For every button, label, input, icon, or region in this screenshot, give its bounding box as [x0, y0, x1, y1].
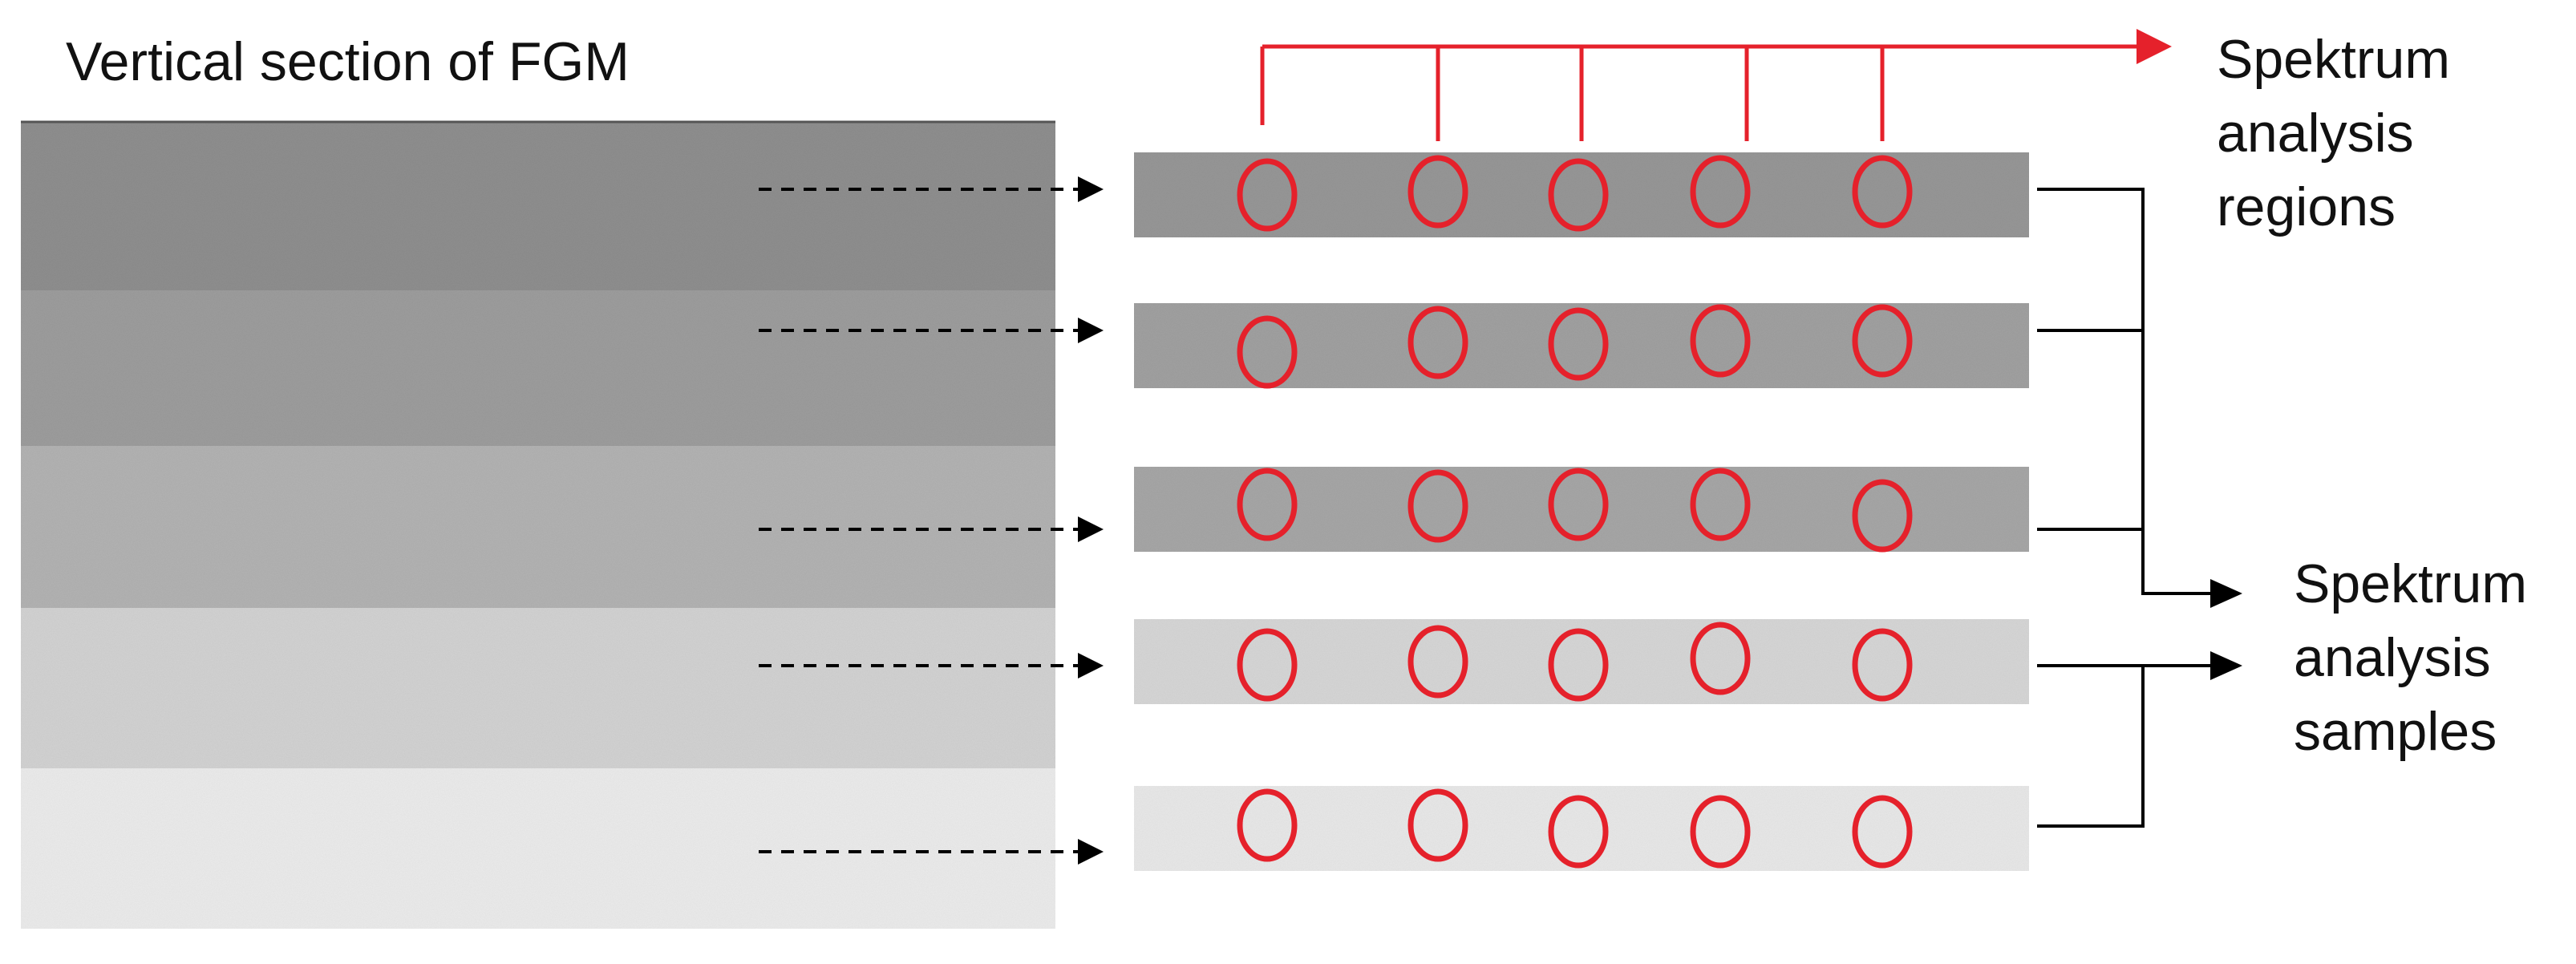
- samples-label-line: samples: [2294, 701, 2497, 762]
- sample-strips: [1134, 152, 2029, 871]
- analysis-region-ring: [1852, 304, 1913, 378]
- analysis-region-ring: [1690, 304, 1751, 378]
- analysis-region-ring: [1407, 625, 1468, 699]
- arrow-head: [1078, 839, 1104, 865]
- analysis-region-ring: [1237, 158, 1298, 232]
- analysis-region-ring: [1237, 468, 1298, 541]
- diagram-title: Vertical section of FGM: [66, 31, 630, 92]
- regions-label-line: regions: [2217, 176, 2396, 237]
- analysis-region-ring: [1548, 628, 1609, 702]
- regions-label-line: Spektrum: [2217, 29, 2450, 90]
- analysis-region-ring: [1548, 795, 1609, 869]
- samples-label: Spektrum analysis samples: [2294, 547, 2527, 768]
- fgm-layer: [21, 446, 1055, 608]
- analysis-region-ring: [1407, 788, 1468, 862]
- analysis-region-ring: [1690, 468, 1751, 541]
- arrow-head: [1078, 318, 1104, 343]
- analysis-region-ring: [1548, 307, 1609, 381]
- analysis-region-ring: [1548, 468, 1609, 541]
- analysis-region-ring: [1852, 155, 1913, 229]
- samples-label-line: Spektrum: [2294, 553, 2527, 614]
- fgm-layer: [21, 608, 1055, 768]
- analysis-region-ring: [1852, 795, 1913, 869]
- analysis-region-ring: [1237, 315, 1298, 389]
- samples-bracket-upper: [2037, 188, 2213, 595]
- analysis-region-ring: [1237, 628, 1298, 702]
- analysis-region-ring: [1407, 155, 1468, 229]
- analysis-region-ring: [1690, 155, 1751, 229]
- fgm-layer: [21, 122, 1055, 290]
- analysis-region-ring: [1407, 306, 1468, 379]
- arrow-head: [1078, 176, 1104, 202]
- connector-lines: [759, 29, 2242, 865]
- analysis-region-ring: [1690, 622, 1751, 695]
- regions-arrow-head: [2137, 29, 2172, 64]
- analysis-region-ring: [1548, 158, 1609, 232]
- arrow-head: [1078, 653, 1104, 678]
- arrow-head: [1078, 516, 1104, 542]
- analysis-region-ring: [1852, 628, 1913, 702]
- regions-label-line: analysis: [2217, 103, 2414, 164]
- analysis-region-ring: [1237, 788, 1298, 862]
- samples-arrow-head: [2210, 579, 2242, 608]
- samples-arrow-head: [2210, 651, 2242, 680]
- analysis-region-ring: [1690, 795, 1751, 869]
- analysis-region-ring: [1852, 479, 1913, 553]
- analysis-region-ring: [1407, 469, 1468, 543]
- samples-bracket-lower-branch: [2037, 666, 2145, 828]
- regions-label: Spektrum analysis regions: [2217, 22, 2450, 244]
- fgm-section: [21, 120, 1055, 929]
- fgm-layer: [21, 768, 1055, 929]
- fgm-layer: [21, 290, 1055, 446]
- samples-label-line: analysis: [2294, 627, 2491, 688]
